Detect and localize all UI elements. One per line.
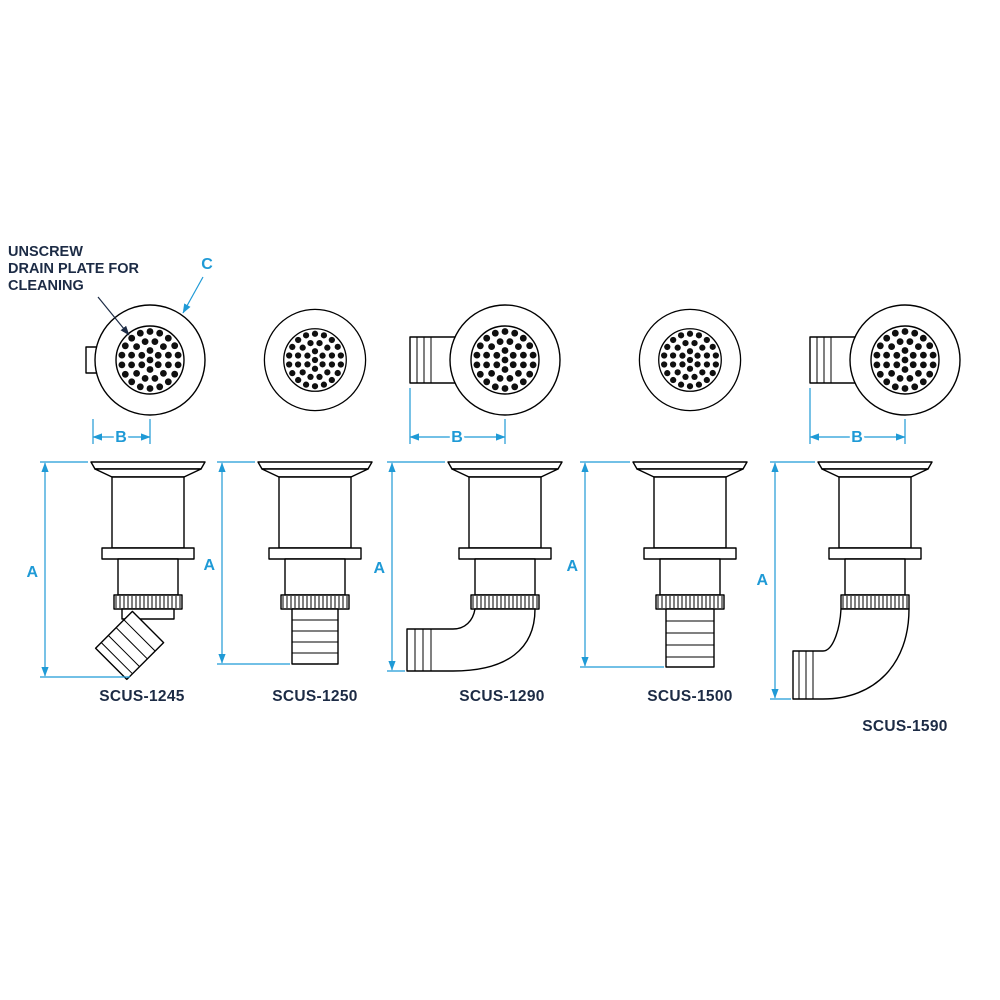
annotation-line-2: DRAIN PLATE FOR <box>8 261 140 277</box>
dim-label-b: B <box>115 429 127 446</box>
dim-a-scus-1290: A <box>371 461 445 672</box>
side-view-scus-1290 <box>406 461 563 672</box>
dim-label-a: A <box>26 564 38 581</box>
dim-b-scus-1290: B <box>409 388 506 449</box>
part-number-scus-1250: SCUS-1250 <box>272 688 357 705</box>
outlet-90-sweep-elbow-barb <box>792 608 910 700</box>
callout-c: C <box>182 254 216 314</box>
hose-barb-top <box>409 336 456 384</box>
dim-b-scus-1245: B <box>92 419 151 449</box>
part-number-scus-1590: SCUS-1590 <box>862 718 947 735</box>
outlet-90-elbow-barb <box>406 608 536 672</box>
annotation-line-3: CLEANING <box>8 278 84 294</box>
side-view-scus-1245 <box>90 461 206 681</box>
part-number-scus-1245: SCUS-1245 <box>99 688 184 705</box>
annotation-line-1: UNSCREW <box>8 244 83 260</box>
dim-b-scus-1590: B <box>809 388 906 449</box>
top-view-scus-1245 <box>85 304 206 416</box>
c-leader-line <box>182 276 204 314</box>
annotation-leader-line <box>97 296 130 336</box>
dim-label-a: A <box>566 558 578 575</box>
dim-label-b: B <box>451 429 463 446</box>
side-view-scus-1500 <box>632 461 748 668</box>
dim-label-a: A <box>203 557 215 574</box>
dim-label-a: A <box>756 572 768 589</box>
side-view-scus-1590 <box>792 461 933 700</box>
dim-a-scus-1500: A <box>564 461 664 668</box>
dim-a-scus-1590: A <box>754 461 815 700</box>
dim-a-scus-1245: A <box>24 461 130 678</box>
part-number-scus-1290: SCUS-1290 <box>459 688 544 705</box>
outlet-straight-barb <box>665 608 715 668</box>
top-view-scus-1590 <box>809 304 961 416</box>
top-view-scus-1250 <box>263 308 367 412</box>
dim-label-b: B <box>851 429 863 446</box>
dim-a-scus-1250: A <box>201 461 290 665</box>
outlet-straight-barb <box>291 608 339 665</box>
side-view-scus-1250 <box>257 461 373 665</box>
outlet-45-barb <box>94 608 175 681</box>
dim-label-a: A <box>373 560 385 577</box>
annotation-unscrew-drain-plate: UNSCREW DRAIN PLATE FOR CLEANING <box>8 244 140 336</box>
part-number-scus-1500: SCUS-1500 <box>647 688 732 705</box>
hose-barb-top <box>809 336 856 384</box>
top-view-scus-1290 <box>409 304 561 416</box>
dim-label-c: C <box>201 256 213 273</box>
top-view-scus-1500 <box>638 308 742 412</box>
